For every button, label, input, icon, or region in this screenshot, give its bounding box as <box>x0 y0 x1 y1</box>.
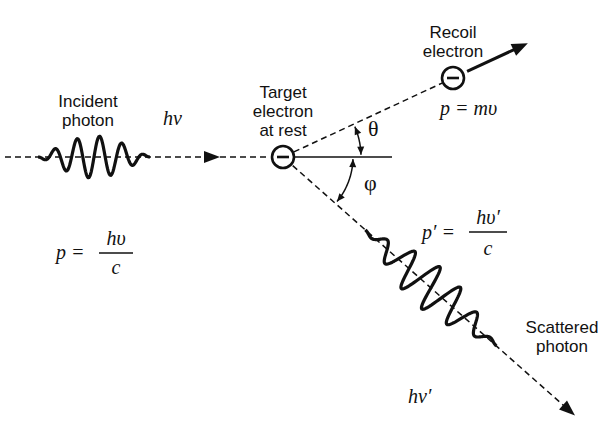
fraction-bar <box>99 252 133 254</box>
diagram-label: φ <box>364 171 384 195</box>
label-holder: θ <box>368 117 388 141</box>
diagram-label: p′ = <box>422 220 466 244</box>
label-holder: c <box>466 236 510 260</box>
diagram-label: c <box>96 255 136 279</box>
node-label: Recoil electron <box>418 23 488 61</box>
diagram-label: p = mυ <box>440 96 530 120</box>
label-holder: hν <box>163 106 203 130</box>
charge-sign <box>447 77 459 80</box>
reference-axis <box>295 156 392 158</box>
photon-arrowhead <box>204 151 220 163</box>
angle-arrowhead <box>355 127 361 136</box>
electron-node: Recoil electron <box>418 23 488 91</box>
diagram-label: p = <box>56 240 96 264</box>
electron-outline <box>272 146 294 168</box>
incident-path <box>220 156 270 158</box>
diagram-label: Incident photon <box>48 92 128 130</box>
label-holder: p = <box>56 240 96 264</box>
scattered-path <box>293 166 566 408</box>
diagram-label: θ <box>368 117 388 141</box>
scattered-wave <box>365 230 496 346</box>
diagram-label: hν <box>163 106 203 130</box>
angle-arrowhead <box>349 159 356 167</box>
angle-arrowhead <box>357 147 364 155</box>
charge-sign <box>277 156 289 159</box>
recoil-arrowhead <box>511 43 528 56</box>
angle-arrowhead <box>337 193 345 201</box>
label-holder: Incident photon <box>48 92 128 130</box>
fraction-bar <box>469 231 507 233</box>
incident-wave <box>38 136 150 177</box>
electron-outline <box>442 67 464 89</box>
diagram-label: hν′ <box>408 384 458 408</box>
label-holder: p = mυ <box>440 96 530 120</box>
node-label: Target electron at rest <box>248 83 318 140</box>
label-holder: Scattered photon <box>512 318 612 356</box>
electron-circle <box>270 144 296 170</box>
label-holder: φ <box>364 171 384 195</box>
label-holder: c <box>96 255 136 279</box>
diagram-label: c <box>466 236 510 260</box>
label-holder: p′ = <box>422 220 466 244</box>
label-holder: hν′ <box>408 384 458 408</box>
diagram-label: hυ <box>96 226 136 250</box>
electron-node: Target electron at rest <box>248 83 318 170</box>
photon-arrowhead <box>559 400 575 415</box>
recoil-path <box>294 83 442 152</box>
electron-circle <box>440 65 466 91</box>
label-holder: hυ′ <box>466 205 510 229</box>
diagram-label: hυ′ <box>466 205 510 229</box>
diagram-label: Scattered photon <box>512 318 612 356</box>
label-holder: hυ <box>96 226 136 250</box>
